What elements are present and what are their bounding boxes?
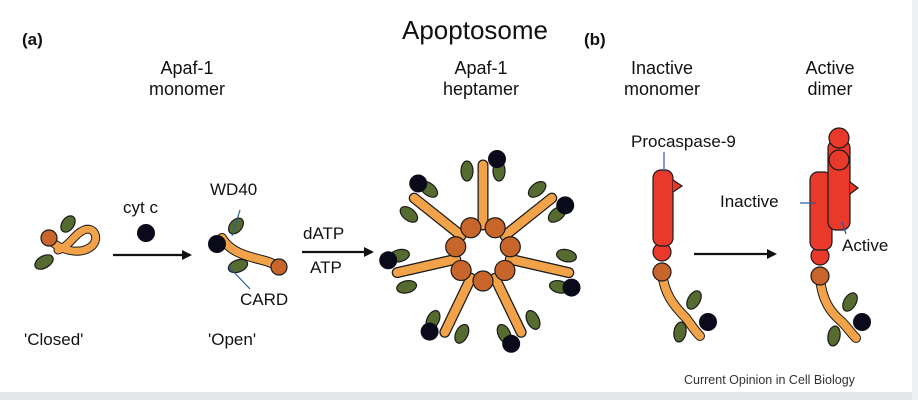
heptamer-spoke [506, 254, 574, 277]
cytochrome-c [420, 322, 439, 341]
inactive-monomer [652, 152, 717, 343]
cytochrome-c [409, 174, 428, 193]
heptamer-spoke [392, 254, 460, 277]
label-inactive: Inactive [720, 192, 779, 211]
header-active-dimer-line2: dimer [807, 79, 853, 99]
header-apaf1-heptamer-line2: heptamer [442, 79, 520, 99]
header-apaf1-heptamer: Apaf-1 heptamer [433, 58, 529, 100]
wd40-leaf [556, 248, 577, 263]
cytochrome-c [502, 334, 521, 353]
wd40-leaf [527, 180, 547, 198]
heptamer-spoke [409, 193, 466, 240]
bottom-border [0, 392, 918, 400]
apaf1-heptamer [379, 150, 581, 353]
card-domain [484, 217, 506, 239]
header-apaf1-monomer: Apaf-1 monomer [139, 58, 235, 100]
header-inactive-monomer: Inactive monomer [614, 58, 710, 100]
card-domain [472, 270, 494, 292]
cytochrome-c [562, 278, 581, 297]
label-wd40: WD40 [210, 180, 258, 199]
label-cytc: cyt c [123, 198, 158, 217]
label-card: CARD [240, 290, 289, 309]
state-closed: 'Closed' [24, 330, 84, 349]
card-domain [445, 236, 467, 258]
wd40-leaf [399, 205, 419, 223]
cytc-arrow [113, 224, 192, 260]
header-inactive-monomer-line2: monomer [623, 79, 701, 99]
card-domain [450, 259, 472, 282]
cytochrome-c [379, 251, 398, 270]
heptamer-spoke [500, 193, 557, 240]
wd40-leaf [460, 160, 474, 182]
wd40-leaf [396, 279, 418, 294]
panel-a-label: (a) [22, 30, 43, 49]
header-apaf1-monomer-line1: Apaf-1 [160, 58, 214, 78]
label-active: Active [842, 236, 889, 255]
card-domain [499, 236, 521, 258]
label-datp: dATP [303, 224, 345, 243]
label-procaspase9: Procaspase-9 [631, 132, 736, 151]
right-border [912, 0, 918, 400]
apaf1-open-monomer [208, 209, 288, 290]
figure-title: Apoptosome [402, 15, 548, 45]
apaf1-closed-monomer [34, 215, 101, 270]
wd40-leaf [525, 309, 541, 330]
state-open: 'Open' [208, 330, 257, 349]
active-dimer [800, 127, 871, 347]
header-apaf1-monomer-line2: monomer [148, 79, 226, 99]
heptamer-spoke [440, 273, 476, 337]
cytochrome-c [488, 150, 506, 168]
label-atp: ATP [310, 258, 342, 277]
figure-source-credit: Current Opinion in Cell Biology [684, 373, 855, 387]
wd40-leaf [454, 323, 470, 344]
header-active-dimer-line1: Active [805, 58, 855, 78]
panel-b-label: (b) [584, 30, 606, 49]
heptamer-spoke [490, 273, 526, 337]
card-domain [494, 259, 516, 282]
header-active-dimer: Active dimer [782, 58, 878, 100]
cytochrome-c [556, 196, 575, 215]
header-apaf1-heptamer-line1: Apaf-1 [454, 58, 508, 78]
card-domain [460, 217, 482, 239]
header-inactive-monomer-line1: Inactive [630, 58, 694, 78]
